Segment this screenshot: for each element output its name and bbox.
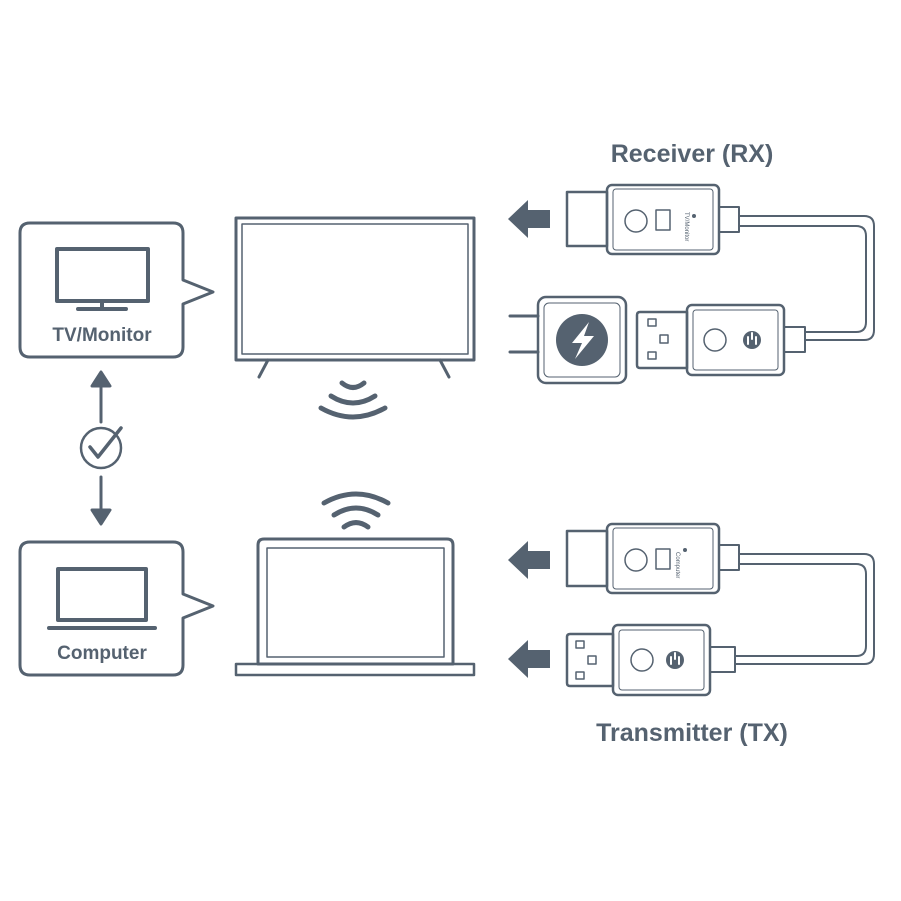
tx-usb-plug bbox=[565, 623, 736, 697]
tv-icon bbox=[234, 216, 476, 379]
power-icon bbox=[670, 652, 680, 665]
tx-hdmi-dongle: Computer bbox=[565, 522, 740, 595]
tv-monitor-callout bbox=[18, 221, 215, 359]
rx-port-label: TV/Monitor bbox=[683, 212, 689, 241]
computer-label: Computer bbox=[57, 643, 147, 664]
laptop-icon bbox=[234, 537, 476, 677]
wifi-signal-icon bbox=[318, 380, 388, 420]
computer-callout bbox=[18, 540, 215, 677]
arrow-icon bbox=[508, 640, 550, 678]
transmitter-label: Transmitter (TX) bbox=[596, 719, 788, 747]
rx-hdmi-dongle: TV/Monitor bbox=[565, 183, 740, 256]
arrow-icon bbox=[508, 541, 550, 579]
wifi-signal-icon bbox=[321, 491, 391, 530]
rx-cable bbox=[738, 215, 875, 341]
arrow-icon bbox=[90, 370, 112, 424]
tv-monitor-label: TV/Monitor bbox=[52, 325, 152, 346]
power-icon bbox=[747, 332, 757, 345]
laptop-icon bbox=[47, 567, 157, 630]
tx-cable bbox=[734, 553, 875, 665]
rx-usb-power-plug bbox=[635, 303, 806, 377]
lightning-icon bbox=[572, 322, 594, 359]
check-circle-icon bbox=[79, 426, 123, 470]
arrow-icon bbox=[90, 475, 112, 526]
tv-icon bbox=[55, 247, 150, 311]
arrow-icon bbox=[508, 200, 550, 238]
tx-port-label: Computer bbox=[674, 552, 680, 578]
power-adapter-icon bbox=[508, 295, 628, 385]
receiver-label: Receiver (RX) bbox=[611, 140, 774, 168]
